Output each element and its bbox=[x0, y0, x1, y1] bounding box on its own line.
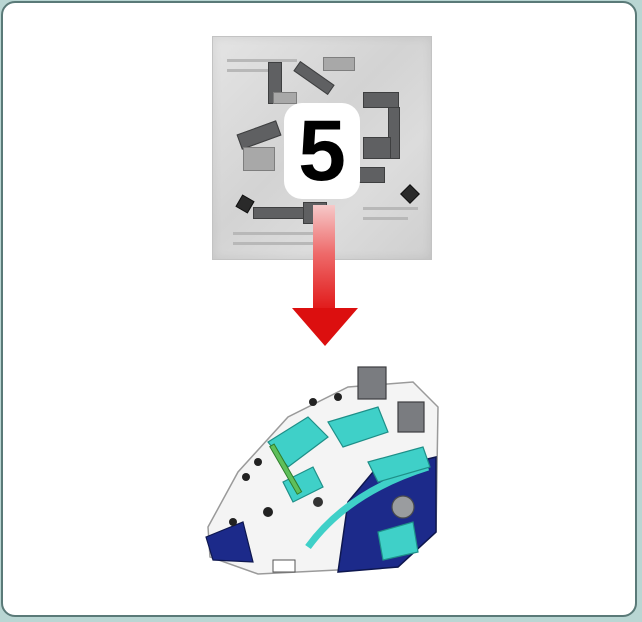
brick-part bbox=[323, 57, 355, 71]
brick-part bbox=[363, 92, 399, 108]
brick-part bbox=[400, 184, 420, 204]
brick-part bbox=[273, 92, 297, 104]
brick-part bbox=[237, 120, 282, 149]
brick-part bbox=[363, 137, 391, 159]
down-arrow-icon bbox=[292, 308, 358, 346]
brick-part bbox=[235, 194, 254, 213]
bag-print-line bbox=[363, 207, 418, 210]
assembled-model-image bbox=[198, 362, 448, 582]
bag-print-line bbox=[233, 242, 313, 245]
brick-part bbox=[243, 147, 275, 171]
arrow-shaft bbox=[313, 205, 335, 313]
bag-print-line bbox=[363, 217, 408, 220]
bag-print-line bbox=[233, 232, 323, 235]
step-number: 5 bbox=[284, 103, 360, 199]
bag-print-line bbox=[227, 59, 297, 62]
